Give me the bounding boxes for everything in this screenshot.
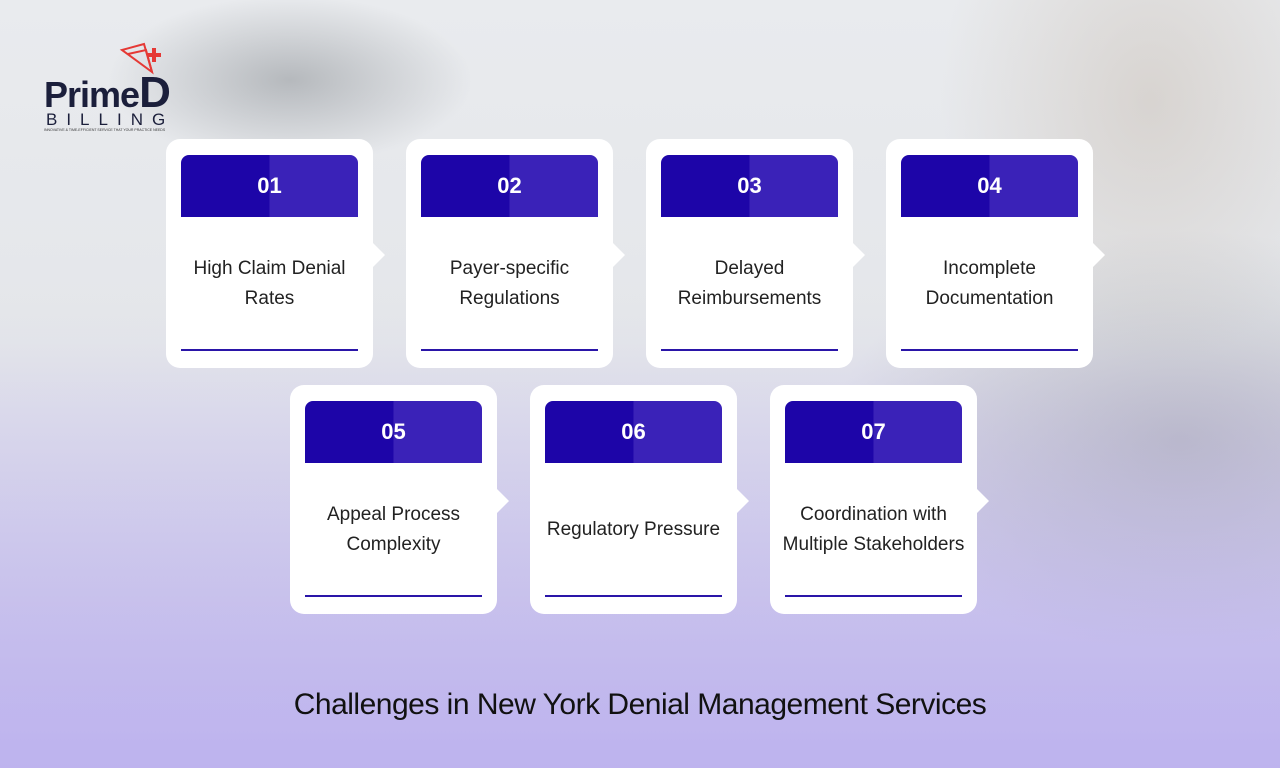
- card-underline: [661, 349, 838, 351]
- card-underline: [421, 349, 598, 351]
- card-number: 06: [545, 401, 722, 463]
- challenge-card: 04 Incomplete Documentation: [886, 139, 1105, 368]
- card-pointer: [1093, 243, 1105, 267]
- challenge-card: 05 Appeal Process Complexity: [290, 385, 509, 614]
- logo: PrimeD BILLING INNOVATIVE & TIME-EFFICIE…: [44, 42, 184, 132]
- card-underline: [181, 349, 358, 351]
- card-label: Delayed Reimbursements: [677, 257, 822, 309]
- card-pointer: [737, 489, 749, 513]
- logo-tagline: INNOVATIVE & TIME-EFFICIENT SERVICE THAT…: [44, 128, 166, 132]
- card-label: Regulatory Pressure: [546, 518, 721, 540]
- card-pointer: [853, 243, 865, 267]
- card-label: Appeal Process Complexity: [326, 503, 461, 555]
- challenge-card: 03 Delayed Reimbursements: [646, 139, 865, 368]
- card-number: 04: [901, 155, 1078, 217]
- challenge-card: 06 Regulatory Pressure: [530, 385, 749, 614]
- card-number: 03: [661, 155, 838, 217]
- card-number: 01: [181, 155, 358, 217]
- infographic-title: Challenges in New York Denial Management…: [293, 688, 987, 721]
- logo-mark-icon: [119, 42, 161, 75]
- card-pointer: [497, 489, 509, 513]
- card-label: Coordination with Multiple Stakeholders: [782, 503, 965, 555]
- card-label: Payer-specific Regulations: [449, 257, 570, 309]
- card-number: 07: [785, 401, 962, 463]
- challenge-card: 01 High Claim Denial Rates: [166, 139, 385, 368]
- card-pointer: [977, 489, 989, 513]
- card-pointer: [373, 243, 385, 267]
- card-number: 05: [305, 401, 482, 463]
- card-label: High Claim Denial Rates: [193, 257, 346, 309]
- challenge-card: 07 Coordination with Multiple Stakeholde…: [770, 385, 989, 614]
- card-label: Incomplete Documentation: [925, 257, 1054, 309]
- card-underline: [545, 595, 722, 597]
- card-underline: [901, 349, 1078, 351]
- logo-brand: PrimeD: [44, 68, 171, 117]
- logo-sub: BILLING: [46, 110, 175, 129]
- card-pointer: [613, 243, 625, 267]
- card-underline: [785, 595, 962, 597]
- card-underline: [305, 595, 482, 597]
- card-number: 02: [421, 155, 598, 217]
- challenge-card: 02 Payer-specific Regulations: [406, 139, 625, 368]
